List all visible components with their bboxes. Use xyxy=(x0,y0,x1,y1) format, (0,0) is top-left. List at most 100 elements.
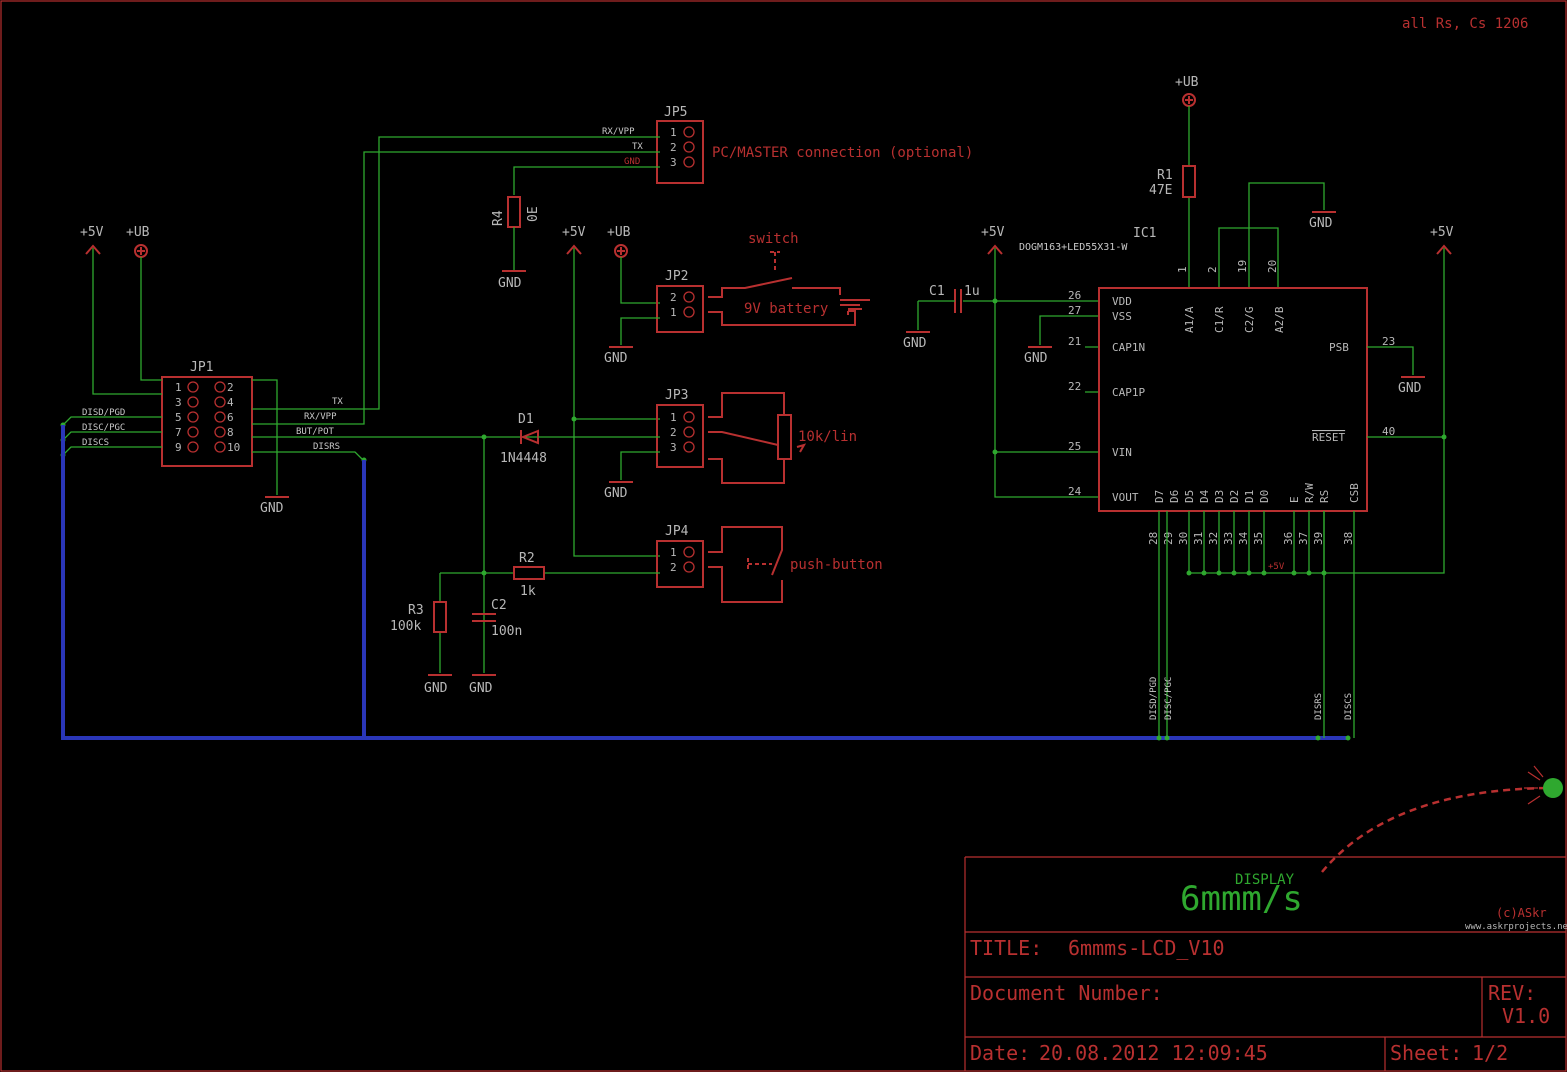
svg-text:+5V: +5V xyxy=(981,225,1005,240)
svg-text:GND: GND xyxy=(260,501,284,516)
svg-text:R3: R3 xyxy=(408,603,424,618)
ic1-pin-number: 33 xyxy=(1222,532,1235,545)
power-5v-symbol: +5V xyxy=(562,225,660,557)
svg-text:1: 1 xyxy=(670,306,677,319)
svg-text:23: 23 xyxy=(1382,335,1395,348)
svg-text:1: 1 xyxy=(175,381,182,394)
svg-text:1u: 1u xyxy=(964,284,980,299)
ic1-pin-label: D3 xyxy=(1213,490,1226,503)
gnd-symbol: GND xyxy=(260,496,289,516)
ic1-pin-label: R/W xyxy=(1303,483,1316,503)
power-ub-symbol: +UB xyxy=(126,225,162,381)
svg-text:4: 4 xyxy=(227,396,234,409)
ic1-pin-label: D2 xyxy=(1228,490,1241,503)
ic1-pin-number: 31 xyxy=(1192,532,1205,545)
jp4-connector: JP4 1 2 xyxy=(656,524,704,588)
jp1-connector: JP1 1 3 5 7 9 2 4 6 8 10 xyxy=(161,360,253,467)
svg-text:1: 1 xyxy=(1176,266,1189,273)
svg-text:100n: 100n xyxy=(491,624,522,639)
gnd-symbol: GND xyxy=(469,674,496,696)
svg-text:2: 2 xyxy=(1206,266,1219,273)
svg-text:GND: GND xyxy=(469,681,493,696)
svg-text:DISCS: DISCS xyxy=(1344,693,1354,720)
svg-text:DISC/PGC: DISC/PGC xyxy=(1164,677,1174,720)
battery-switch-symbol: switch 9V battery xyxy=(708,231,870,326)
switch-label: switch xyxy=(748,231,799,247)
ic1-pin-number: 28 xyxy=(1147,532,1160,545)
svg-text:C2: C2 xyxy=(491,598,507,613)
ic1-pin-label: CSB xyxy=(1348,483,1361,503)
svg-text:RX/VPP: RX/VPP xyxy=(304,412,337,422)
svg-text:10: 10 xyxy=(227,441,240,454)
battery-label: 9V battery xyxy=(744,301,828,317)
svg-text:VSS: VSS xyxy=(1112,310,1132,323)
ic1-pin-number: 38 xyxy=(1342,532,1355,545)
svg-text:9: 9 xyxy=(175,441,182,454)
svg-text:RESET: RESET xyxy=(1312,431,1345,444)
svg-text:1: 1 xyxy=(670,546,677,559)
logo-swoosh xyxy=(1321,786,1549,873)
svg-text:GND: GND xyxy=(604,486,628,501)
svg-text:+UB: +UB xyxy=(1175,75,1199,90)
jp5-name: JP5 xyxy=(664,105,687,120)
svg-text:+5V: +5V xyxy=(80,225,104,240)
ic1-pin-label: D6 xyxy=(1168,490,1181,503)
svg-text:VOUT: VOUT xyxy=(1112,491,1139,504)
gnd-symbol: GND xyxy=(903,331,930,351)
svg-text:GND: GND xyxy=(604,351,628,366)
svg-text:21: 21 xyxy=(1068,335,1081,348)
ic1-pin-label: D4 xyxy=(1198,489,1211,503)
svg-text:2: 2 xyxy=(227,381,234,394)
svg-text:2: 2 xyxy=(670,291,677,304)
svg-text:2: 2 xyxy=(670,141,677,154)
svg-text:7: 7 xyxy=(175,426,182,439)
svg-text:TX: TX xyxy=(332,397,343,407)
svg-text:+5V: +5V xyxy=(1268,562,1285,572)
svg-text:DISD/PGD: DISD/PGD xyxy=(1149,677,1159,720)
signal-bus xyxy=(61,425,1348,740)
svg-text:GND: GND xyxy=(1398,381,1422,396)
svg-text:Document Number:: Document Number: xyxy=(970,981,1163,1005)
gnd-symbol: GND xyxy=(498,270,526,291)
svg-text:GND: GND xyxy=(903,336,927,351)
button-label: push-button xyxy=(790,557,883,573)
svg-text:3: 3 xyxy=(670,156,677,169)
svg-text:TX: TX xyxy=(632,142,643,152)
svg-text:5: 5 xyxy=(175,411,182,424)
ic1-pin-number: 30 xyxy=(1177,532,1190,545)
svg-text:26: 26 xyxy=(1068,289,1081,302)
title-block: DISPLAY 6mmm/s (c)ASkr www.askrprojects.… xyxy=(964,856,1567,1071)
svg-text:TITLE:: TITLE: xyxy=(970,936,1042,960)
r3-resistor: R3 100k xyxy=(390,573,447,673)
svg-text:BUT/POT: BUT/POT xyxy=(296,427,335,437)
svg-text:1/2: 1/2 xyxy=(1472,1041,1508,1065)
svg-text:22: 22 xyxy=(1068,380,1081,393)
power-5v-symbol: +5V xyxy=(80,225,162,395)
svg-text:(c)ASkr: (c)ASkr xyxy=(1496,906,1547,920)
gnd-symbol: GND xyxy=(604,481,633,501)
svg-text:A2/B: A2/B xyxy=(1273,306,1286,333)
svg-text:1: 1 xyxy=(670,411,677,424)
svg-text:GND: GND xyxy=(624,157,640,167)
ic1-pin-label: D7 xyxy=(1153,490,1166,503)
gnd-symbol: GND xyxy=(424,674,452,696)
pot-label: 10k/lin xyxy=(798,429,857,445)
gnd-symbol: GND xyxy=(1024,346,1052,366)
svg-text:2: 2 xyxy=(670,561,677,574)
ic1-pin-number: 35 xyxy=(1252,532,1265,545)
ic1-pin-label: D1 xyxy=(1243,490,1256,503)
jp3-connector: JP3 1 2 3 xyxy=(656,388,704,468)
svg-text:Sheet:: Sheet: xyxy=(1390,1041,1462,1065)
power-ub-symbol: +UB xyxy=(1175,75,1199,288)
svg-text:RX/VPP: RX/VPP xyxy=(602,127,635,137)
svg-text:CAP1N: CAP1N xyxy=(1112,341,1145,354)
power-ub-symbol: +UB xyxy=(607,225,660,304)
svg-text:IC1: IC1 xyxy=(1133,226,1156,241)
svg-text:GND: GND xyxy=(498,276,522,291)
svg-text:DOGM163+LED55X31-W: DOGM163+LED55X31-W xyxy=(1019,242,1128,253)
power-5v-symbol: +5V xyxy=(981,225,1098,498)
svg-text:100k: 100k xyxy=(390,619,421,634)
svg-text:2: 2 xyxy=(670,426,677,439)
